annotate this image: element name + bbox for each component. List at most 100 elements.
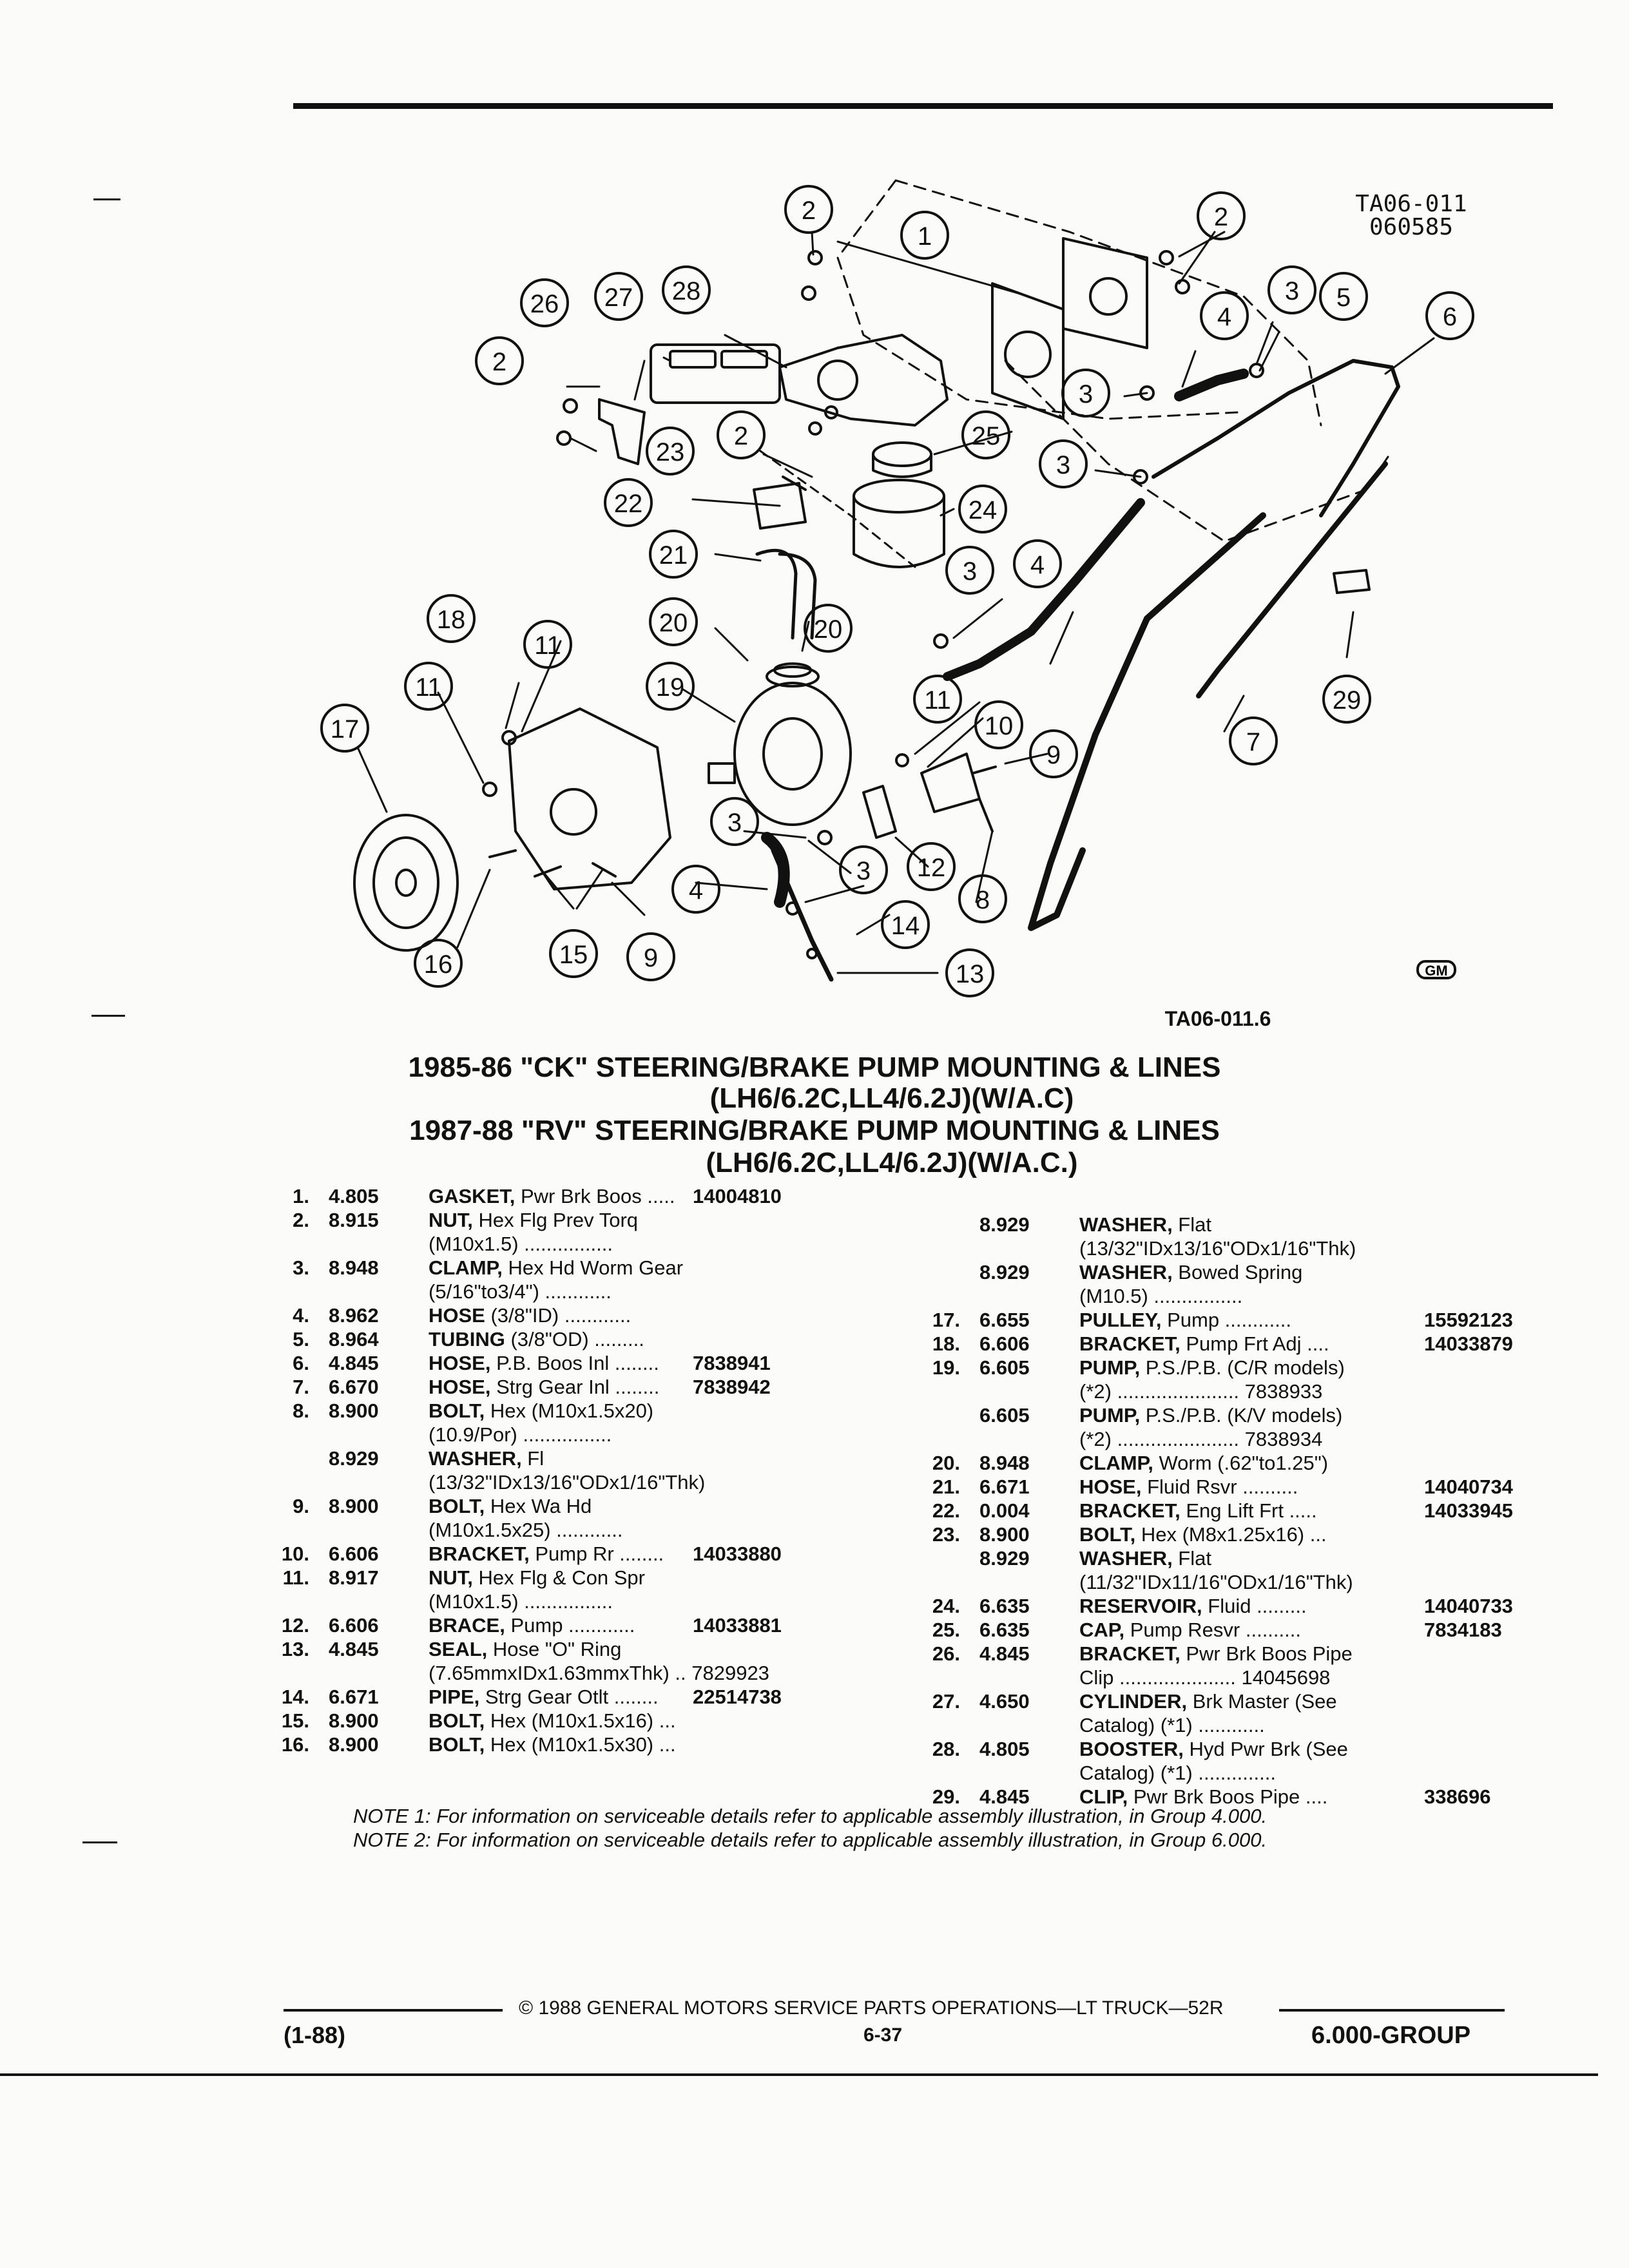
footer-rule-left	[284, 2009, 503, 2012]
steering-gear-hose	[1028, 512, 1266, 931]
part-continuation: Catalog) (*1) ..............	[921, 1761, 1566, 1785]
part-group-code: 4.805	[329, 1185, 379, 1207]
part-number: 22.	[932, 1499, 960, 1522]
part-name: WASHER,	[1079, 1261, 1173, 1283]
svg-text:19: 19	[656, 673, 685, 702]
part-detail-continued: (13/32"IDx13/16"ODx1/16"Thk)	[1079, 1237, 1356, 1260]
svg-text:4: 4	[1217, 303, 1231, 331]
part-description: BOOSTER, Hyd Pwr Brk (See	[1079, 1737, 1348, 1761]
part-continuation: (5/16"to3/4") ............	[271, 1280, 915, 1303]
part-detail: Hex Flg Prev Torq	[472, 1209, 639, 1231]
part-detail-continued: (M10x1.5) ................	[429, 1233, 613, 1255]
part-description: HOSE, P.B. Boos Inl ........	[429, 1351, 659, 1375]
part-detail-continued: (*2) ...................... 7838934	[1079, 1428, 1323, 1450]
part-detail: Fluid Rsvr ..........	[1141, 1475, 1298, 1498]
svg-text:2: 2	[802, 197, 816, 225]
part-name: CLIP,	[1079, 1785, 1128, 1808]
svg-text:17: 17	[331, 715, 360, 744]
callout-5: 5	[1319, 272, 1368, 321]
part-group-code: 6.605	[979, 1404, 1030, 1427]
part-number: 21.	[932, 1475, 960, 1498]
part-detail: (3/8"OD) .........	[505, 1328, 644, 1350]
part-name: BOLT,	[429, 1733, 485, 1756]
callout-11: 11	[404, 662, 453, 711]
callout-3: 3	[1039, 439, 1088, 488]
part-description: PIPE, Strg Gear Otlt ........	[429, 1685, 659, 1709]
part-name: PIPE,	[429, 1686, 480, 1708]
part-number: 10.	[281, 1542, 309, 1565]
svg-text:3: 3	[1285, 277, 1299, 305]
part-description: CLIP, Pwr Brk Boos Pipe ....	[1079, 1785, 1327, 1809]
part-detail: Hex (M10x1.5x16) ...	[485, 1709, 676, 1732]
part-name: SEAL,	[429, 1638, 488, 1660]
svg-text:2: 2	[1214, 203, 1228, 231]
part-detail: Hex Wa Hd	[485, 1495, 592, 1517]
svg-text:3: 3	[1056, 451, 1070, 479]
svg-text:2: 2	[734, 422, 748, 450]
part-description: RESERVOIR, Fluid .........	[1079, 1594, 1307, 1618]
part-group-code: 6.655	[979, 1309, 1030, 1331]
callout-2: 2	[475, 336, 524, 385]
svg-text:23: 23	[656, 438, 685, 466]
part-description: PULLEY, Pump ............	[1079, 1308, 1291, 1332]
svg-text:18: 18	[437, 606, 466, 634]
part-detail-continued: Catalog) (*1) ............	[1079, 1714, 1265, 1736]
part-detail: Pump Resvr ..........	[1124, 1619, 1301, 1641]
rear-pump-bracket	[920, 753, 981, 813]
part-description: WASHER, Flat	[1079, 1213, 1211, 1236]
part-detail: Hex (M10x1.5x20)	[485, 1399, 654, 1422]
part-group-code: 6.635	[979, 1619, 1030, 1641]
callout-3: 3	[945, 546, 994, 595]
part-detail-continued: (M10x1.5) ................	[429, 1590, 613, 1613]
svg-text:3: 3	[1079, 380, 1093, 408]
part-group-code: 4.845	[979, 1642, 1030, 1665]
part-group-code: 8.929	[979, 1547, 1030, 1570]
svg-text:6: 6	[1443, 303, 1457, 331]
part-continuation: (M10.5) ................	[921, 1284, 1566, 1308]
svg-text:9: 9	[1046, 741, 1061, 769]
part-catalog-number: 7834183	[1424, 1619, 1502, 1641]
callout-25: 25	[961, 410, 1010, 459]
callout-22: 22	[604, 478, 653, 527]
part-group-code: 8.900	[979, 1523, 1030, 1546]
pipe-clip-bracket	[598, 398, 646, 465]
part-group-code: 8.900	[329, 1495, 379, 1517]
title-line-2: (LH6/6.2C,LL4/6.2J)(W/A.C)	[709, 1082, 1074, 1114]
part-name: HOSE,	[1079, 1475, 1142, 1498]
part-name: BRACE,	[429, 1614, 505, 1637]
part-detail: Brk Master (See	[1187, 1690, 1337, 1713]
part-name: BOLT,	[429, 1399, 485, 1422]
part-number: 1.	[293, 1185, 309, 1207]
part-detail-continued: (13/32"IDx13/16"ODx1/16"Thk)	[429, 1471, 706, 1494]
part-detail: Flat	[1172, 1547, 1211, 1570]
callout-14: 14	[881, 900, 930, 949]
part-description: TUBING (3/8"OD) .........	[429, 1327, 644, 1351]
part-detail: Pwr Brk Boos Pipe ....	[1128, 1785, 1328, 1808]
svg-text:13: 13	[956, 960, 985, 988]
leader-dots: .....	[641, 1185, 675, 1207]
part-number: 9.	[293, 1495, 309, 1517]
bolt	[488, 476, 997, 878]
part-number: 19.	[932, 1356, 960, 1379]
group-label: 6.000-GROUP	[1311, 2022, 1471, 2049]
svg-text:22: 22	[614, 490, 643, 518]
part-detail: Hex Flg & Con Spr	[472, 1566, 645, 1589]
callout-26: 26	[520, 278, 569, 327]
svg-text:1: 1	[918, 222, 932, 251]
assembly-outline	[759, 450, 916, 568]
part-detail-continued: (*2) ...................... 7838933	[1079, 1380, 1323, 1403]
part-name: NUT,	[429, 1566, 473, 1589]
part-name: CLAMP,	[429, 1256, 503, 1279]
pipe-clip	[1333, 569, 1371, 594]
part-description: BRACKET, Pump Rr ........	[429, 1542, 664, 1566]
fluid-reservoir	[853, 479, 945, 514]
part-description: SEAL, Hose "O" Ring	[429, 1637, 621, 1661]
